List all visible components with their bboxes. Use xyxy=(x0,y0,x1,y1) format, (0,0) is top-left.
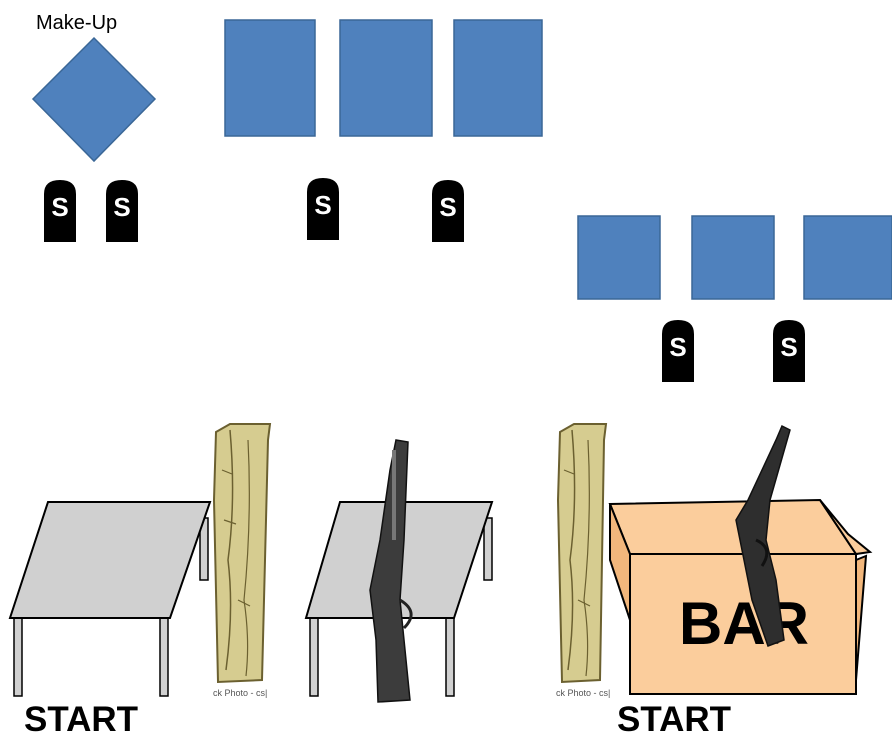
wooden-post-right xyxy=(556,423,608,684)
makeup-label: Make-Up xyxy=(36,12,118,34)
paper-target-6 xyxy=(803,215,892,300)
steel-letter: S xyxy=(314,190,331,220)
steel-letter: S xyxy=(669,332,686,362)
start-label-left: START xyxy=(24,700,139,739)
steel-letter: S xyxy=(113,192,130,222)
paper-target-4 xyxy=(577,215,661,300)
steel-plate-icon: S xyxy=(307,178,339,240)
steel-plate-icon: S xyxy=(106,180,138,242)
paper-target-5 xyxy=(691,215,775,300)
shotgun-icon xyxy=(735,424,791,647)
box-label: BAR xyxy=(679,590,809,657)
cardboard-box: BAR xyxy=(608,498,873,695)
steel-letter: S xyxy=(780,332,797,362)
steel-plate-icon: S xyxy=(662,320,694,382)
wooden-post-left xyxy=(212,423,272,684)
photo-credit-left: ck Photo - cs| xyxy=(213,688,268,698)
paper-target-3 xyxy=(453,19,543,137)
steel-plate-icon: S xyxy=(432,180,464,242)
steel-plate-icon: S xyxy=(44,180,76,242)
rifle-icon xyxy=(369,439,413,703)
steel-letter: S xyxy=(439,192,456,222)
steel-letter: S xyxy=(51,192,68,222)
steel-plate-icon: S xyxy=(773,320,805,382)
table-left xyxy=(8,501,212,697)
makeup-diamond-target xyxy=(31,36,157,163)
photo-credit-right: ck Photo - cs| xyxy=(556,688,611,698)
paper-target-2 xyxy=(339,19,433,137)
paper-target-1 xyxy=(224,19,316,137)
start-label-right: START xyxy=(617,700,732,739)
